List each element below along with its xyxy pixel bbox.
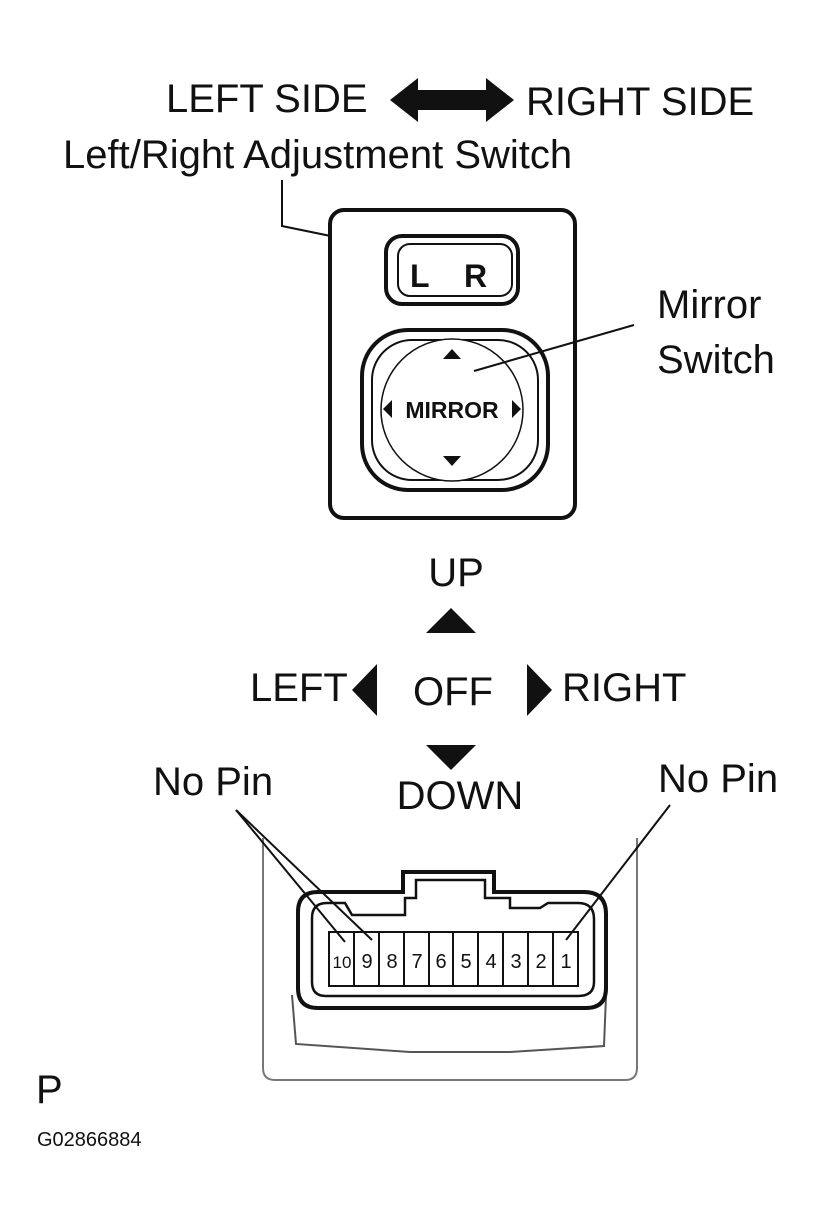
up-label: UP bbox=[428, 551, 484, 595]
pin-label: 1 bbox=[560, 951, 571, 973]
connector-inner bbox=[310, 878, 596, 998]
off-label: OFF bbox=[413, 670, 493, 714]
double-arrow-icon bbox=[390, 78, 514, 122]
mirror-switch-label-line1: Mirror bbox=[657, 283, 761, 327]
no-pin-left-label: No Pin bbox=[153, 760, 273, 804]
left-label: LEFT bbox=[250, 666, 348, 710]
pin-label: 9 bbox=[361, 951, 372, 973]
connector-shell bbox=[291, 994, 607, 1053]
p-marker: P bbox=[36, 1068, 63, 1112]
right-arrow-icon bbox=[527, 664, 552, 716]
pin-label: 6 bbox=[435, 951, 446, 973]
right-label: RIGHT bbox=[562, 666, 686, 710]
mirror-left-arrow-icon bbox=[383, 400, 392, 418]
mirror-text: MIRROR bbox=[405, 397, 499, 423]
right-side-label: RIGHT SIDE bbox=[526, 80, 754, 124]
up-arrow-icon bbox=[426, 608, 476, 633]
mirror-leader-line bbox=[473, 324, 635, 372]
mirror-switch-label-line2: Switch bbox=[657, 338, 775, 382]
lr-selector-switch[interactable]: L R bbox=[384, 234, 520, 306]
pin-label: 3 bbox=[510, 951, 521, 973]
mirror-right-arrow-icon bbox=[512, 400, 521, 418]
mirror-up-arrow-icon bbox=[443, 349, 461, 359]
no-pin-leader-line bbox=[235, 809, 373, 941]
pin-label: 2 bbox=[535, 951, 546, 973]
pin-label: 7 bbox=[411, 951, 422, 973]
no-pin-right-label: No Pin bbox=[658, 757, 778, 801]
figure-code: G02866884 bbox=[37, 1129, 142, 1151]
connector-housing bbox=[262, 838, 638, 1081]
pin-label: 4 bbox=[485, 951, 496, 973]
connector-pins: 10 9 8 7 6 5 4 3 2 1 bbox=[328, 931, 579, 987]
mirror-switch[interactable]: MIRROR bbox=[360, 328, 550, 492]
down-arrow-icon bbox=[426, 745, 476, 770]
pin-label: 5 bbox=[460, 951, 471, 973]
l-label: L bbox=[410, 258, 430, 294]
lr-switch-label: Left/Right Adjustment Switch bbox=[63, 133, 572, 177]
r-label: R bbox=[464, 258, 487, 294]
pin-label: 10 bbox=[333, 953, 352, 972]
pin-label: 8 bbox=[386, 951, 397, 973]
left-arrow-icon bbox=[352, 664, 377, 716]
no-pin-leader-line bbox=[565, 804, 671, 941]
mirror-down-arrow-icon bbox=[443, 456, 461, 466]
down-label: DOWN bbox=[397, 774, 524, 818]
no-pin-leader-line bbox=[235, 809, 346, 943]
left-side-label: LEFT SIDE bbox=[166, 77, 368, 121]
